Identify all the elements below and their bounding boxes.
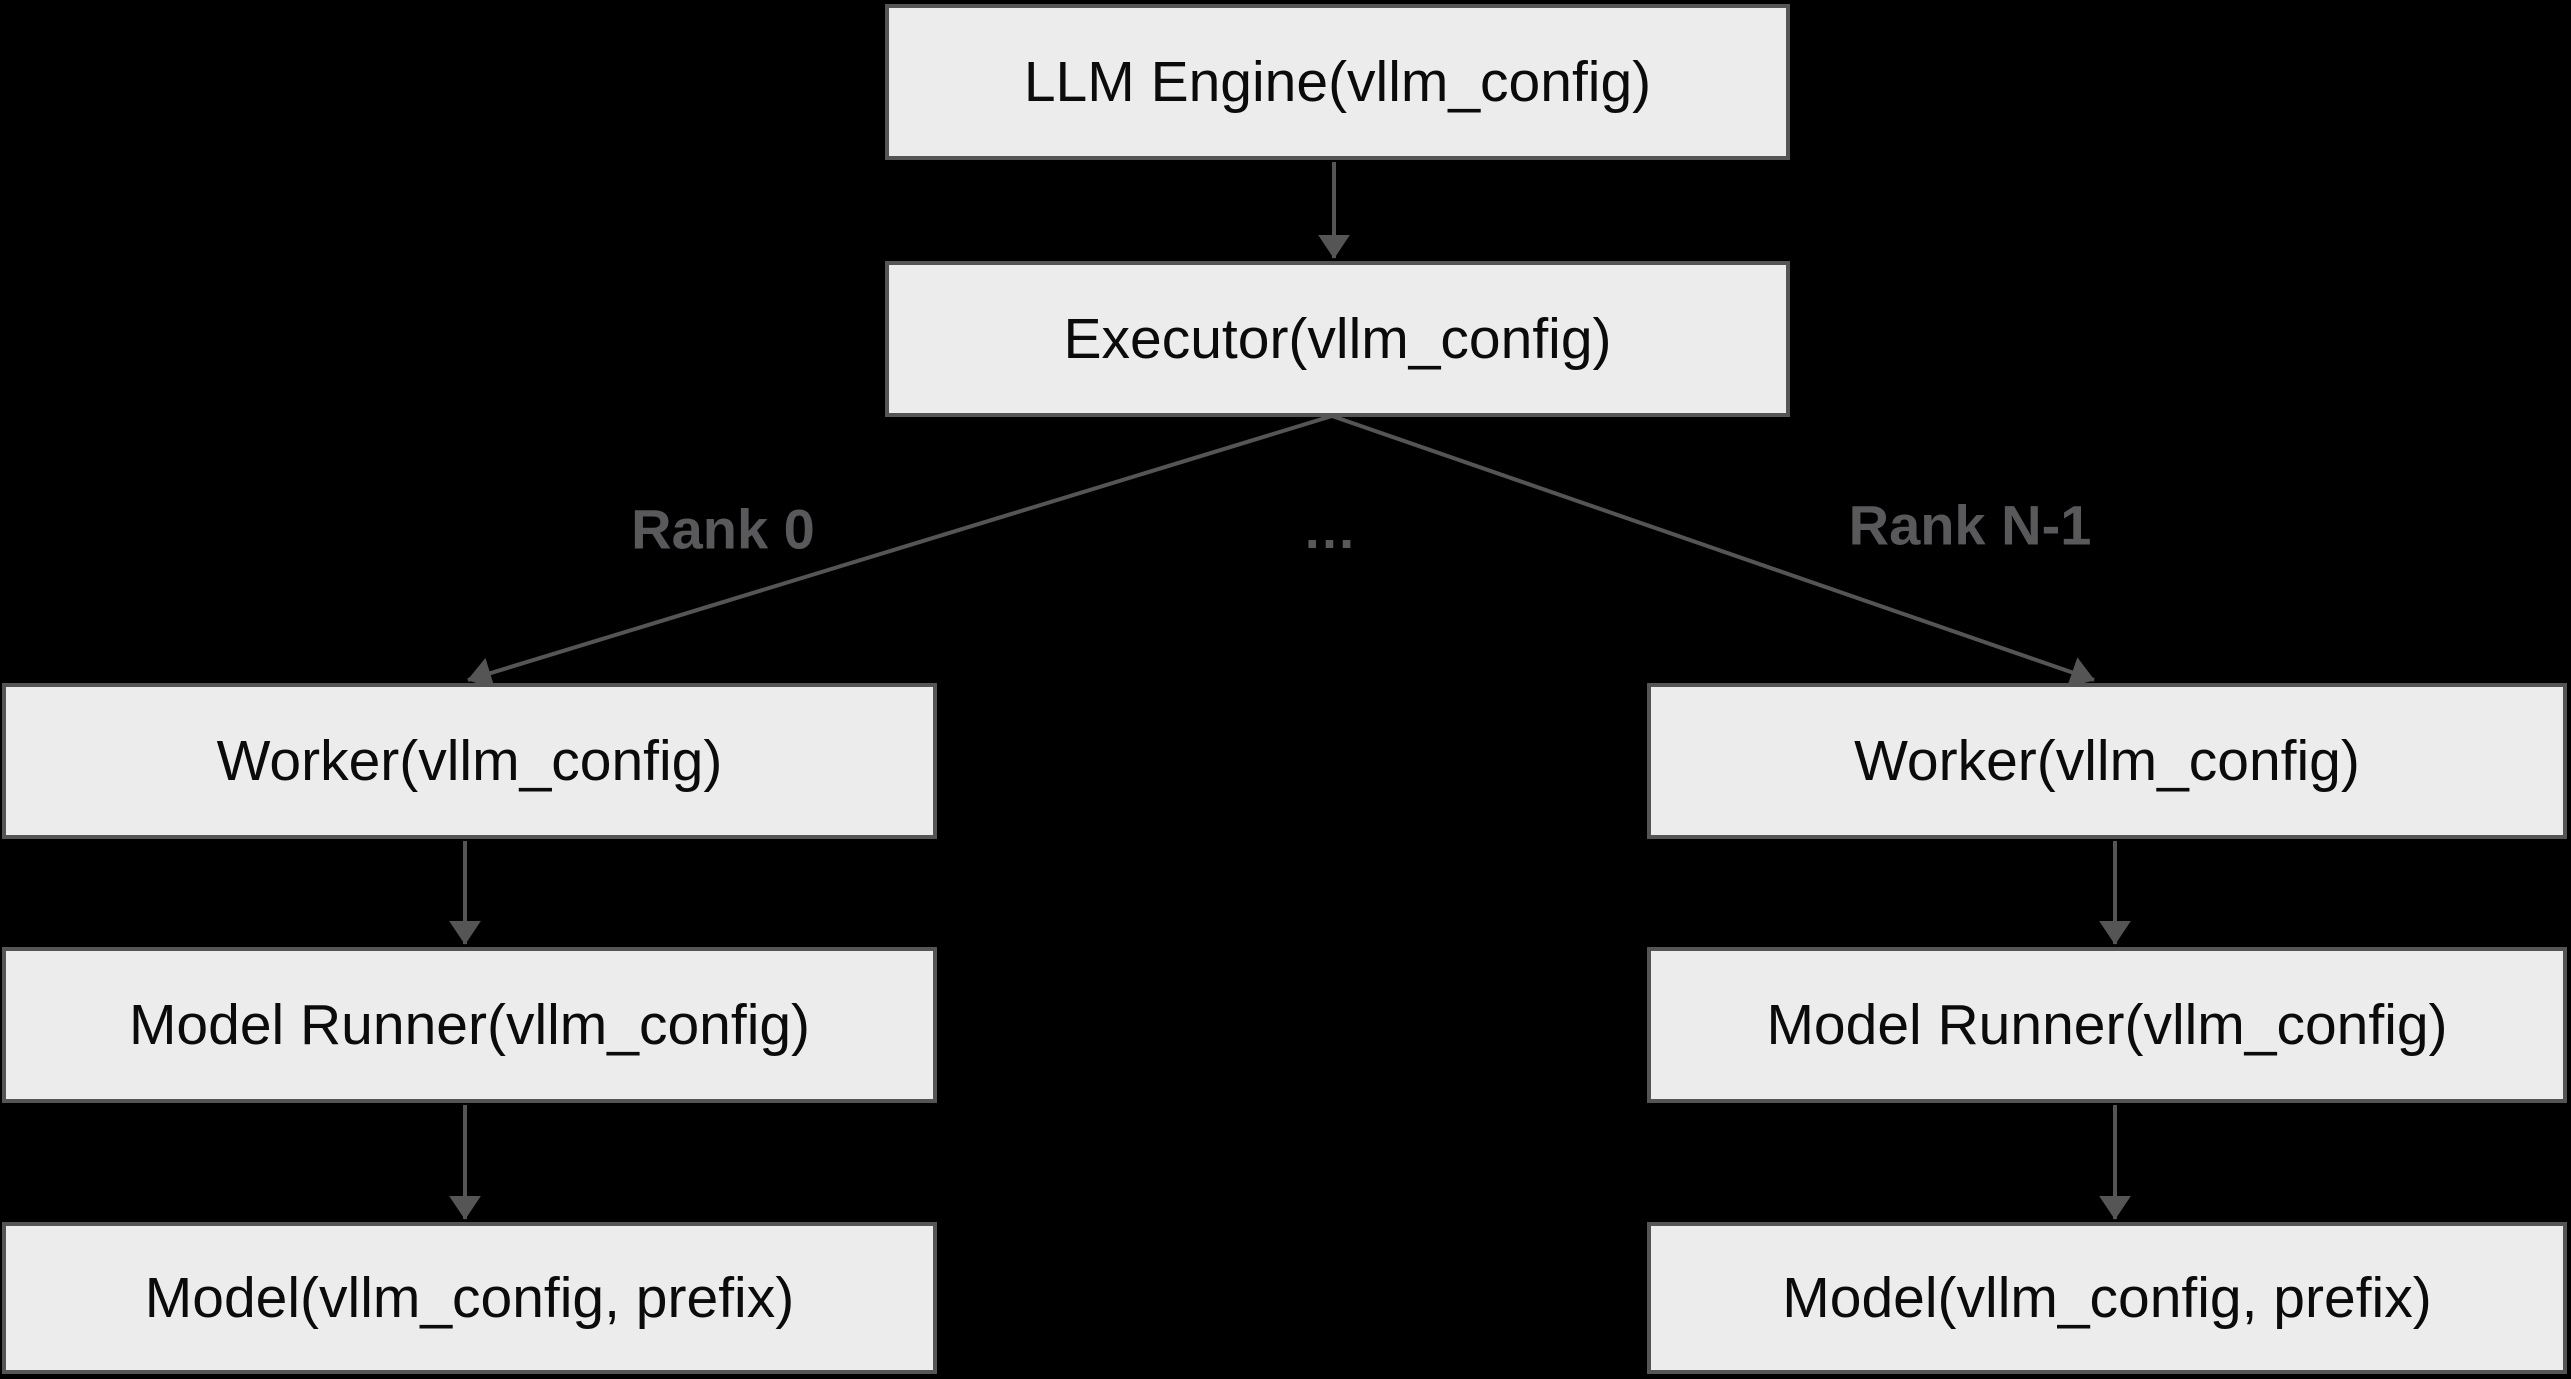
edge-label-ellipsis: … <box>1302 500 1360 560</box>
edge-label-rank-0: Rank 0 <box>631 497 815 561</box>
edge-executor-worker-rank0 <box>467 414 1333 689</box>
edge-executor-worker-rankn <box>1331 414 2095 688</box>
node-model-rankn: Model(vllm_config, prefix) <box>1647 1222 2567 1374</box>
node-model-runner-rankn: Model Runner(vllm_config) <box>1647 947 2567 1103</box>
node-executor: Executor(vllm_config) <box>885 261 1790 417</box>
node-label: Model Runner(vllm_config) <box>1766 993 2448 1057</box>
node-llm-engine: LLM Engine(vllm_config) <box>885 4 1790 160</box>
node-label: Executor(vllm_config) <box>1063 307 1612 371</box>
edge-label-rank-n-1: Rank N-1 <box>1848 493 2092 557</box>
node-label: LLM Engine(vllm_config) <box>1023 50 1652 114</box>
node-worker-rank0: Worker(vllm_config) <box>2 683 937 839</box>
node-label: Model Runner(vllm_config) <box>128 993 811 1057</box>
node-label: Model(vllm_config, prefix) <box>1782 1266 2432 1330</box>
node-label: Model(vllm_config, prefix) <box>144 1266 795 1330</box>
node-model-rank0: Model(vllm_config, prefix) <box>2 1222 937 1374</box>
node-model-runner-rank0: Model Runner(vllm_config) <box>2 947 937 1103</box>
node-label: Worker(vllm_config) <box>1854 729 2360 793</box>
node-label: Worker(vllm_config) <box>216 729 723 793</box>
node-worker-rankn: Worker(vllm_config) <box>1647 683 2567 839</box>
